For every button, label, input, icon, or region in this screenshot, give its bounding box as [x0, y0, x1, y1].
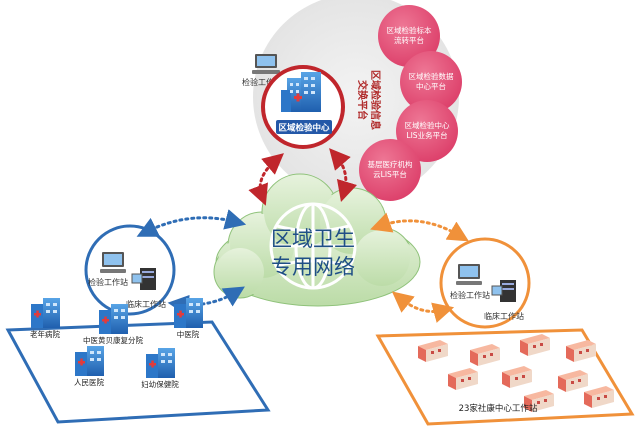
community-building-icon — [584, 386, 614, 408]
service-bubble: 区域检验中心 LIS业务平台 — [396, 100, 458, 162]
community-building-icon — [448, 368, 478, 390]
exchange-platform-line-2: 交换平台 — [356, 80, 369, 120]
center-label-box — [276, 120, 332, 134]
red-link-left — [248, 153, 284, 206]
orange-link-top — [370, 212, 470, 242]
top-workstation — [252, 54, 280, 74]
building-icon — [281, 72, 321, 112]
hospital-label: 中医院 — [177, 329, 200, 339]
hospital-label: 妇幼保健院 — [141, 379, 179, 389]
right-workstation-label: 检验工作站 — [450, 290, 490, 300]
server-icon — [491, 280, 516, 302]
community-building-icon — [558, 370, 588, 392]
left-clinic-label: 临床工作站 — [126, 299, 166, 309]
community-building-icon — [566, 340, 596, 362]
community-building-icon — [502, 366, 532, 388]
cloud-label-line-1: 区域卫生 — [271, 227, 355, 251]
monitor-icon — [456, 264, 482, 285]
community-building-icon — [470, 344, 500, 366]
hospital-group-plate — [5, 320, 271, 424]
red-link-right — [329, 148, 358, 203]
hospital-label: 老年病院 — [30, 329, 60, 339]
community-buildings — [418, 334, 614, 412]
left-hub-ring — [84, 224, 176, 316]
server-icon — [131, 268, 156, 290]
hospital-building-icon — [31, 298, 60, 328]
service-line: 流转平台 — [394, 35, 424, 45]
exchange-platform-label: 区域检验信息 交换平台 — [356, 70, 382, 130]
service-line: 区域检验标本 — [387, 25, 432, 35]
service-line: 区域检验数据 — [409, 71, 454, 81]
globe-icon — [269, 202, 357, 290]
right-clinic-label: 临床工作站 — [484, 311, 524, 321]
center-label: 区域检验中心 — [278, 123, 330, 134]
hospital-building-icon — [174, 298, 203, 328]
community-building-icon — [524, 390, 554, 412]
service-line: 基层医疗机构 — [368, 159, 413, 169]
community-building-icon — [520, 334, 550, 356]
hospital-building-icon — [75, 346, 104, 376]
orange-link-bottom — [391, 291, 455, 323]
community-building-icon — [418, 340, 448, 362]
monitor-icon — [100, 252, 126, 273]
community-label: 23家社康中心工作站 — [459, 403, 538, 414]
hospital-label: 人民医院 — [74, 377, 104, 387]
service-line: 中心平台 — [416, 81, 446, 91]
service-line: 云LIS平台 — [373, 169, 407, 179]
service-bubble: 区域检验数据 中心平台 — [400, 51, 462, 113]
hospital-building-icon — [146, 348, 175, 378]
service-bubble: 区域检验标本 流转平台 — [378, 5, 440, 67]
cloud-label-line-2: 专用网络 — [271, 255, 355, 279]
hospital-label: 中医黄贝康复分院 — [83, 335, 143, 345]
left-workstation-label: 检验工作站 — [88, 277, 128, 287]
blue-link-top — [136, 209, 247, 237]
top-workstation-label: 检验工作站 — [242, 77, 282, 87]
service-line: LIS业务平台 — [406, 130, 447, 140]
service-line: 区域检验中心 — [405, 120, 450, 130]
exchange-platform-line-1: 区域检验信息 — [369, 70, 382, 130]
right-hub-ring — [439, 237, 531, 329]
service-bubble: 基层医疗机构 云LIS平台 — [359, 139, 421, 201]
hospital-building-icon — [99, 304, 128, 334]
keyboard-icon — [252, 70, 280, 74]
